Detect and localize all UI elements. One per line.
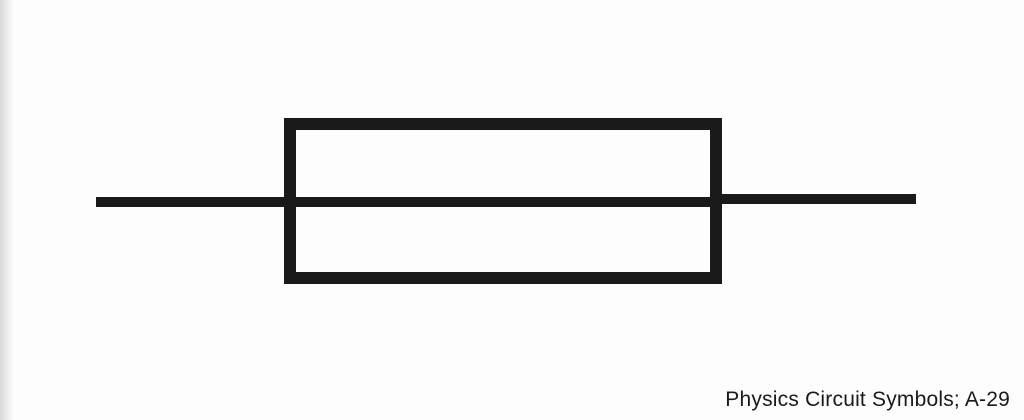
caption-label: Physics Circuit Symbols; A-29 <box>725 388 1010 411</box>
page-edge-shadow <box>0 0 14 420</box>
